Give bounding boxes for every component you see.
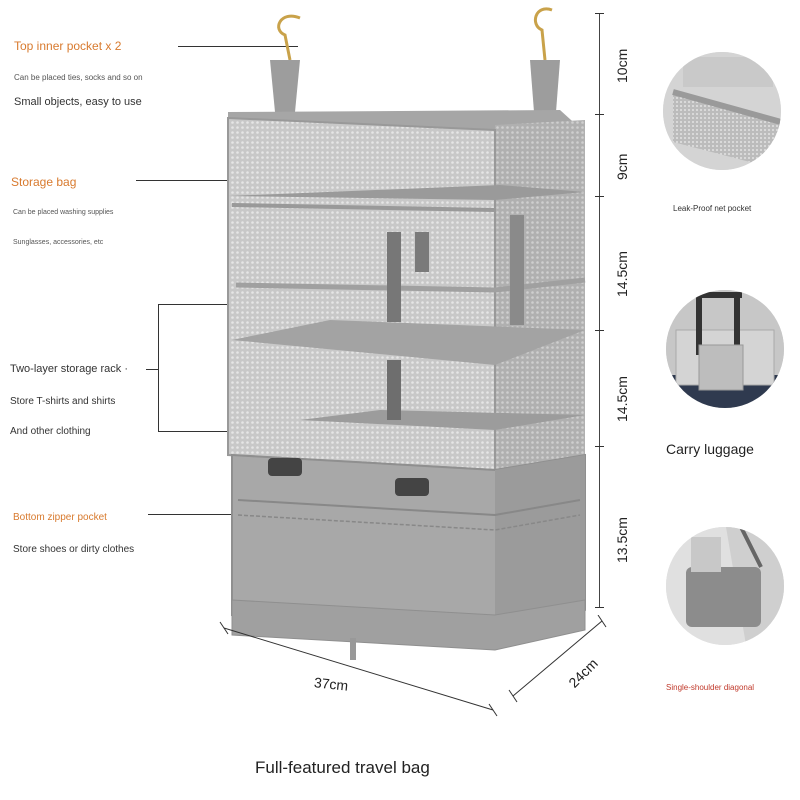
height-tick-1 xyxy=(595,114,604,115)
rack-bracket-top xyxy=(158,304,234,305)
rack-line1: Store T-shirts and shirts xyxy=(10,396,116,407)
rack-line2: And other clothing xyxy=(10,426,91,437)
rack-bracket xyxy=(158,304,159,432)
carry-luggage-photo xyxy=(666,290,784,408)
storage-bag-line2: Sunglasses, accessories, etc xyxy=(13,239,104,246)
shoulder-bag-label: Single-shoulder diagonal xyxy=(666,683,755,692)
height-dimension-line xyxy=(599,13,600,607)
main-caption: Full-featured travel bag xyxy=(255,758,430,777)
dim-width: 37cm xyxy=(313,674,349,694)
top-pocket-leader xyxy=(178,46,298,47)
storage-bag-leader xyxy=(136,180,240,181)
height-tick-5 xyxy=(595,607,604,608)
dim-h3: 14.5cm xyxy=(614,251,630,297)
bottom-pocket-leader xyxy=(148,514,232,515)
dim-h1: 10cm xyxy=(614,48,630,83)
top-pocket-line1: Can be placed ties, socks and so on xyxy=(14,73,143,82)
height-tick-4 xyxy=(595,446,604,447)
net-pocket-label: Leak-Proof net pocket xyxy=(673,204,752,213)
top-pocket-line2: Small objects, easy to use xyxy=(14,96,142,108)
bottom-pocket-line1: Store shoes or dirty clothes xyxy=(13,544,135,555)
net-pocket-photo xyxy=(663,52,781,170)
storage-bag-line1: Can be placed washing supplies xyxy=(13,209,114,216)
rack-title: Two-layer storage rack · xyxy=(10,363,128,375)
top-pocket-title: Top inner pocket x 2 xyxy=(14,39,122,53)
dim-h2: 9cm xyxy=(614,153,630,180)
rack-bracket-bottom xyxy=(158,431,234,432)
carry-luggage-label: Carry luggage xyxy=(666,441,754,457)
storage-bag-title: Storage bag xyxy=(11,175,77,189)
dim-h4: 14.5cm xyxy=(614,376,630,422)
base-dimension-lines xyxy=(219,615,607,717)
dim-h5: 13.5cm xyxy=(614,517,630,563)
height-tick-2 xyxy=(595,196,604,197)
shoulder-bag-photo xyxy=(666,527,784,645)
rack-bracket-tick xyxy=(146,369,158,370)
bottom-pocket-title: Bottom zipper pocket xyxy=(13,512,107,523)
height-tick-0 xyxy=(595,13,604,14)
height-tick-3 xyxy=(595,330,604,331)
travel-bag-illustration xyxy=(227,7,586,660)
